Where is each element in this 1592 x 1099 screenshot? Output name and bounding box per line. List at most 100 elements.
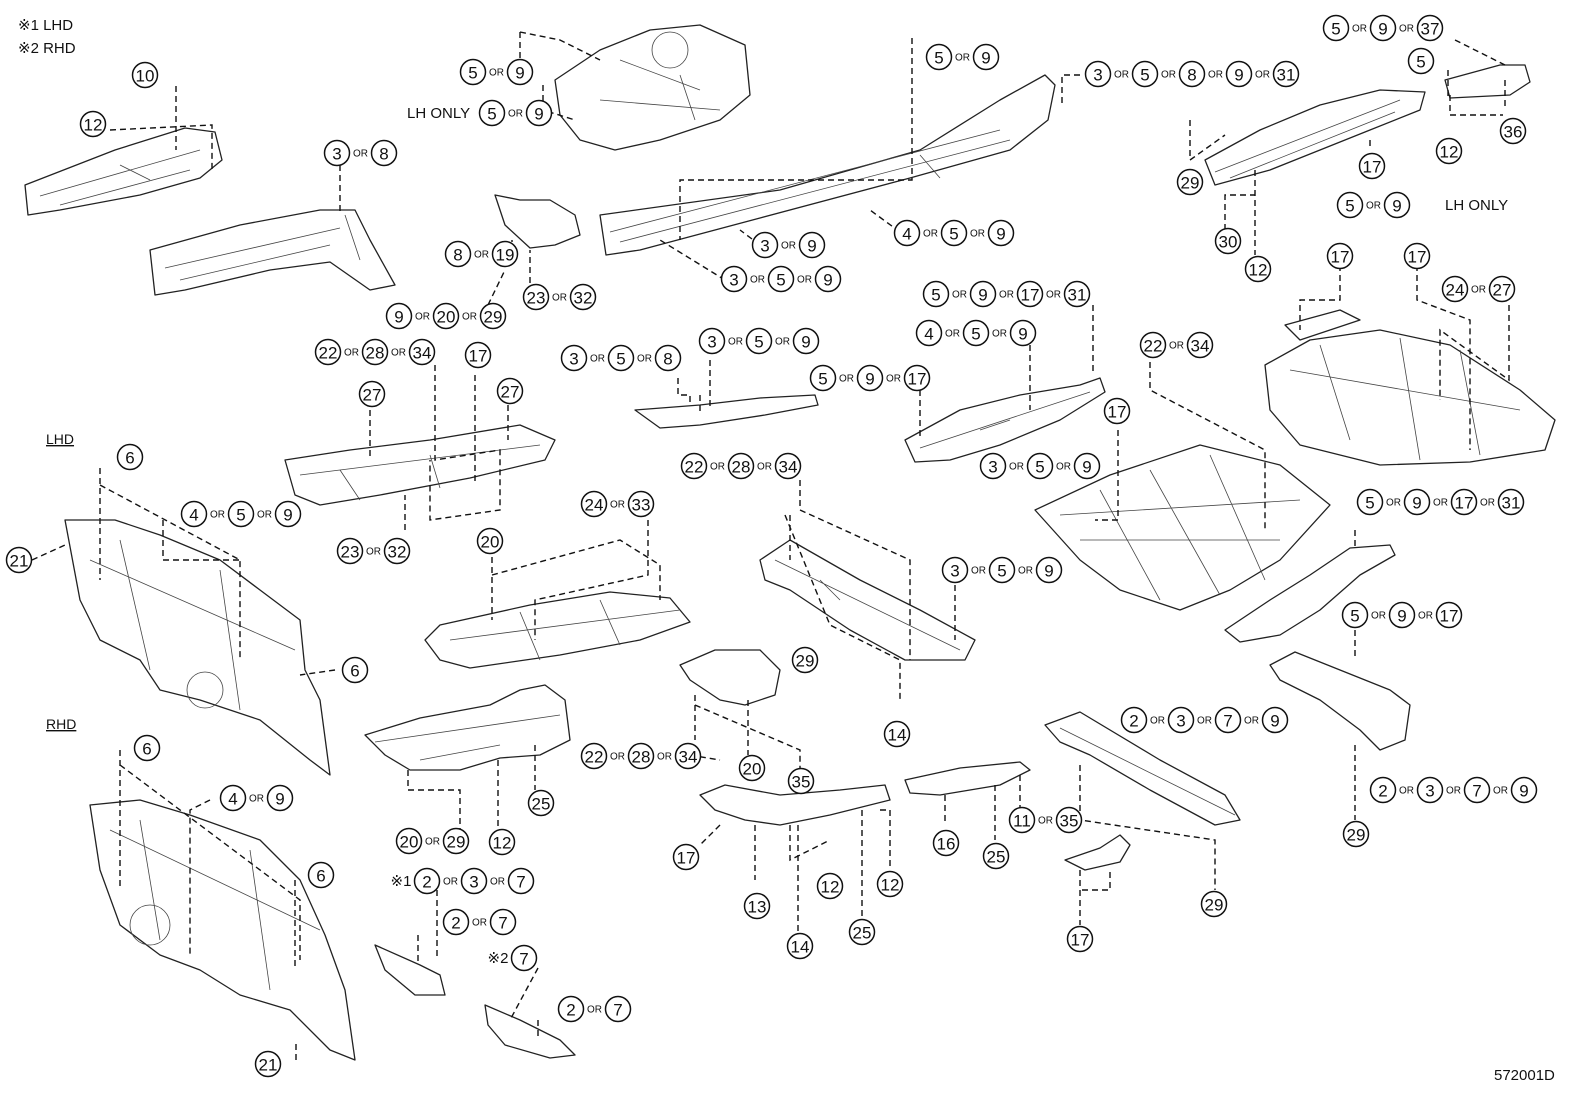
part-number: 28 bbox=[366, 344, 385, 363]
callout-circle bbox=[459, 58, 487, 86]
callout-circle bbox=[1435, 137, 1463, 165]
callout-c72: 12 bbox=[816, 872, 844, 900]
part-number: 29 bbox=[447, 833, 466, 852]
leader-lines bbox=[31, 31, 1510, 1060]
section-label-rhd: RHD bbox=[46, 716, 76, 732]
part-number: 9 bbox=[283, 506, 292, 525]
callout-circle bbox=[569, 283, 597, 311]
part-number: 4 bbox=[902, 225, 911, 244]
callout-c15: 5 bbox=[1407, 47, 1435, 75]
part-number: 3 bbox=[707, 333, 716, 352]
part-number: 27 bbox=[1493, 281, 1512, 300]
part-number: 17 bbox=[1363, 158, 1382, 177]
callout-circle bbox=[488, 828, 516, 856]
callout-circle bbox=[940, 219, 968, 247]
callout-c70: 17 bbox=[672, 843, 700, 871]
callout-c76: 29 bbox=[1200, 890, 1228, 918]
callout-circle bbox=[1463, 776, 1491, 804]
callout-circle bbox=[1383, 191, 1411, 219]
part-number: 17 bbox=[469, 347, 488, 366]
callout-circle bbox=[1073, 452, 1101, 480]
callout-c29: 17 bbox=[464, 341, 492, 369]
drawing-code: 572001D bbox=[1494, 1067, 1555, 1084]
callout-circle bbox=[814, 265, 842, 293]
part-number: 31 bbox=[1277, 66, 1296, 85]
or-separator: OR bbox=[462, 312, 477, 323]
part-number: 29 bbox=[484, 308, 503, 327]
part-number: 5 bbox=[949, 225, 958, 244]
callout-circle bbox=[560, 344, 588, 372]
part-number: 3 bbox=[569, 350, 578, 369]
callout-circle bbox=[432, 302, 460, 330]
callout-circle bbox=[1342, 820, 1370, 848]
callout-circle bbox=[444, 240, 472, 268]
part-number: 7 bbox=[516, 873, 525, 892]
callout-circle bbox=[1407, 47, 1435, 75]
part-rear-floor-pan bbox=[1264, 309, 1556, 466]
part-number: 4 bbox=[924, 325, 933, 344]
callout-circle bbox=[1035, 556, 1063, 584]
part-number: 9 bbox=[515, 64, 524, 83]
callout-circle bbox=[395, 827, 423, 855]
callout-c65: 6 bbox=[307, 861, 335, 889]
callout-circle bbox=[1322, 14, 1350, 42]
callout-circle bbox=[674, 742, 702, 770]
callout-c23: 17 bbox=[1326, 242, 1354, 270]
or-separator: OR bbox=[210, 510, 225, 521]
part-number: 17 bbox=[1331, 248, 1350, 267]
callout-c36: 17 bbox=[1103, 397, 1131, 425]
or-separator: OR bbox=[1471, 285, 1486, 296]
callout-circle bbox=[1063, 280, 1091, 308]
callout-circle bbox=[1186, 331, 1214, 359]
part-number: 5 bbox=[1350, 607, 1359, 626]
part-number: 22 bbox=[585, 748, 604, 767]
or-separator: OR bbox=[1480, 498, 1495, 509]
part-center-floor-pan bbox=[1034, 444, 1331, 611]
part-number: 23 bbox=[341, 543, 360, 562]
part-number: 21 bbox=[259, 1056, 278, 1075]
part-number: 5 bbox=[1140, 66, 1149, 85]
part-number: 22 bbox=[319, 344, 338, 363]
callout-circle bbox=[1403, 242, 1431, 270]
part-number: 34 bbox=[779, 458, 798, 477]
or-separator: OR bbox=[945, 329, 960, 340]
part-number: 2 bbox=[1378, 782, 1387, 801]
part-number: 3 bbox=[1176, 712, 1185, 731]
callout-circle bbox=[774, 452, 802, 480]
callout-circle bbox=[972, 43, 1000, 71]
callout-circle bbox=[720, 265, 748, 293]
part-number: 5 bbox=[1331, 20, 1340, 39]
part-number: 5 bbox=[934, 49, 943, 68]
callout-circle bbox=[932, 829, 960, 857]
callout-circle bbox=[5, 546, 33, 574]
part-number: 9 bbox=[1519, 782, 1528, 801]
or-separator: OR bbox=[886, 374, 901, 385]
part-number: 2 bbox=[566, 1001, 575, 1020]
callout-circle bbox=[745, 327, 773, 355]
callout-circle bbox=[1336, 191, 1364, 219]
or-separator: OR bbox=[1433, 498, 1448, 509]
callout-c75: 25 bbox=[848, 918, 876, 946]
callout-c71: 13 bbox=[743, 892, 771, 920]
part-number: 8 bbox=[663, 350, 672, 369]
part-number: 9 bbox=[534, 105, 543, 124]
part-number: 20 bbox=[437, 308, 456, 327]
callout-circle bbox=[738, 754, 766, 782]
callout-c24: 17 bbox=[1403, 242, 1431, 270]
or-separator: OR bbox=[1244, 716, 1259, 727]
part-number: 22 bbox=[1144, 337, 1163, 356]
or-separator: OR bbox=[728, 337, 743, 348]
or-separator: OR bbox=[1371, 611, 1386, 622]
part-number: 24 bbox=[585, 496, 604, 515]
callout-circle bbox=[1139, 331, 1167, 359]
part-rear-floor-cross-member bbox=[1044, 711, 1241, 826]
callout-circle bbox=[479, 302, 507, 330]
or-separator: OR bbox=[552, 293, 567, 304]
callout-circle bbox=[1510, 776, 1538, 804]
callout-c78: 21 bbox=[254, 1050, 282, 1078]
